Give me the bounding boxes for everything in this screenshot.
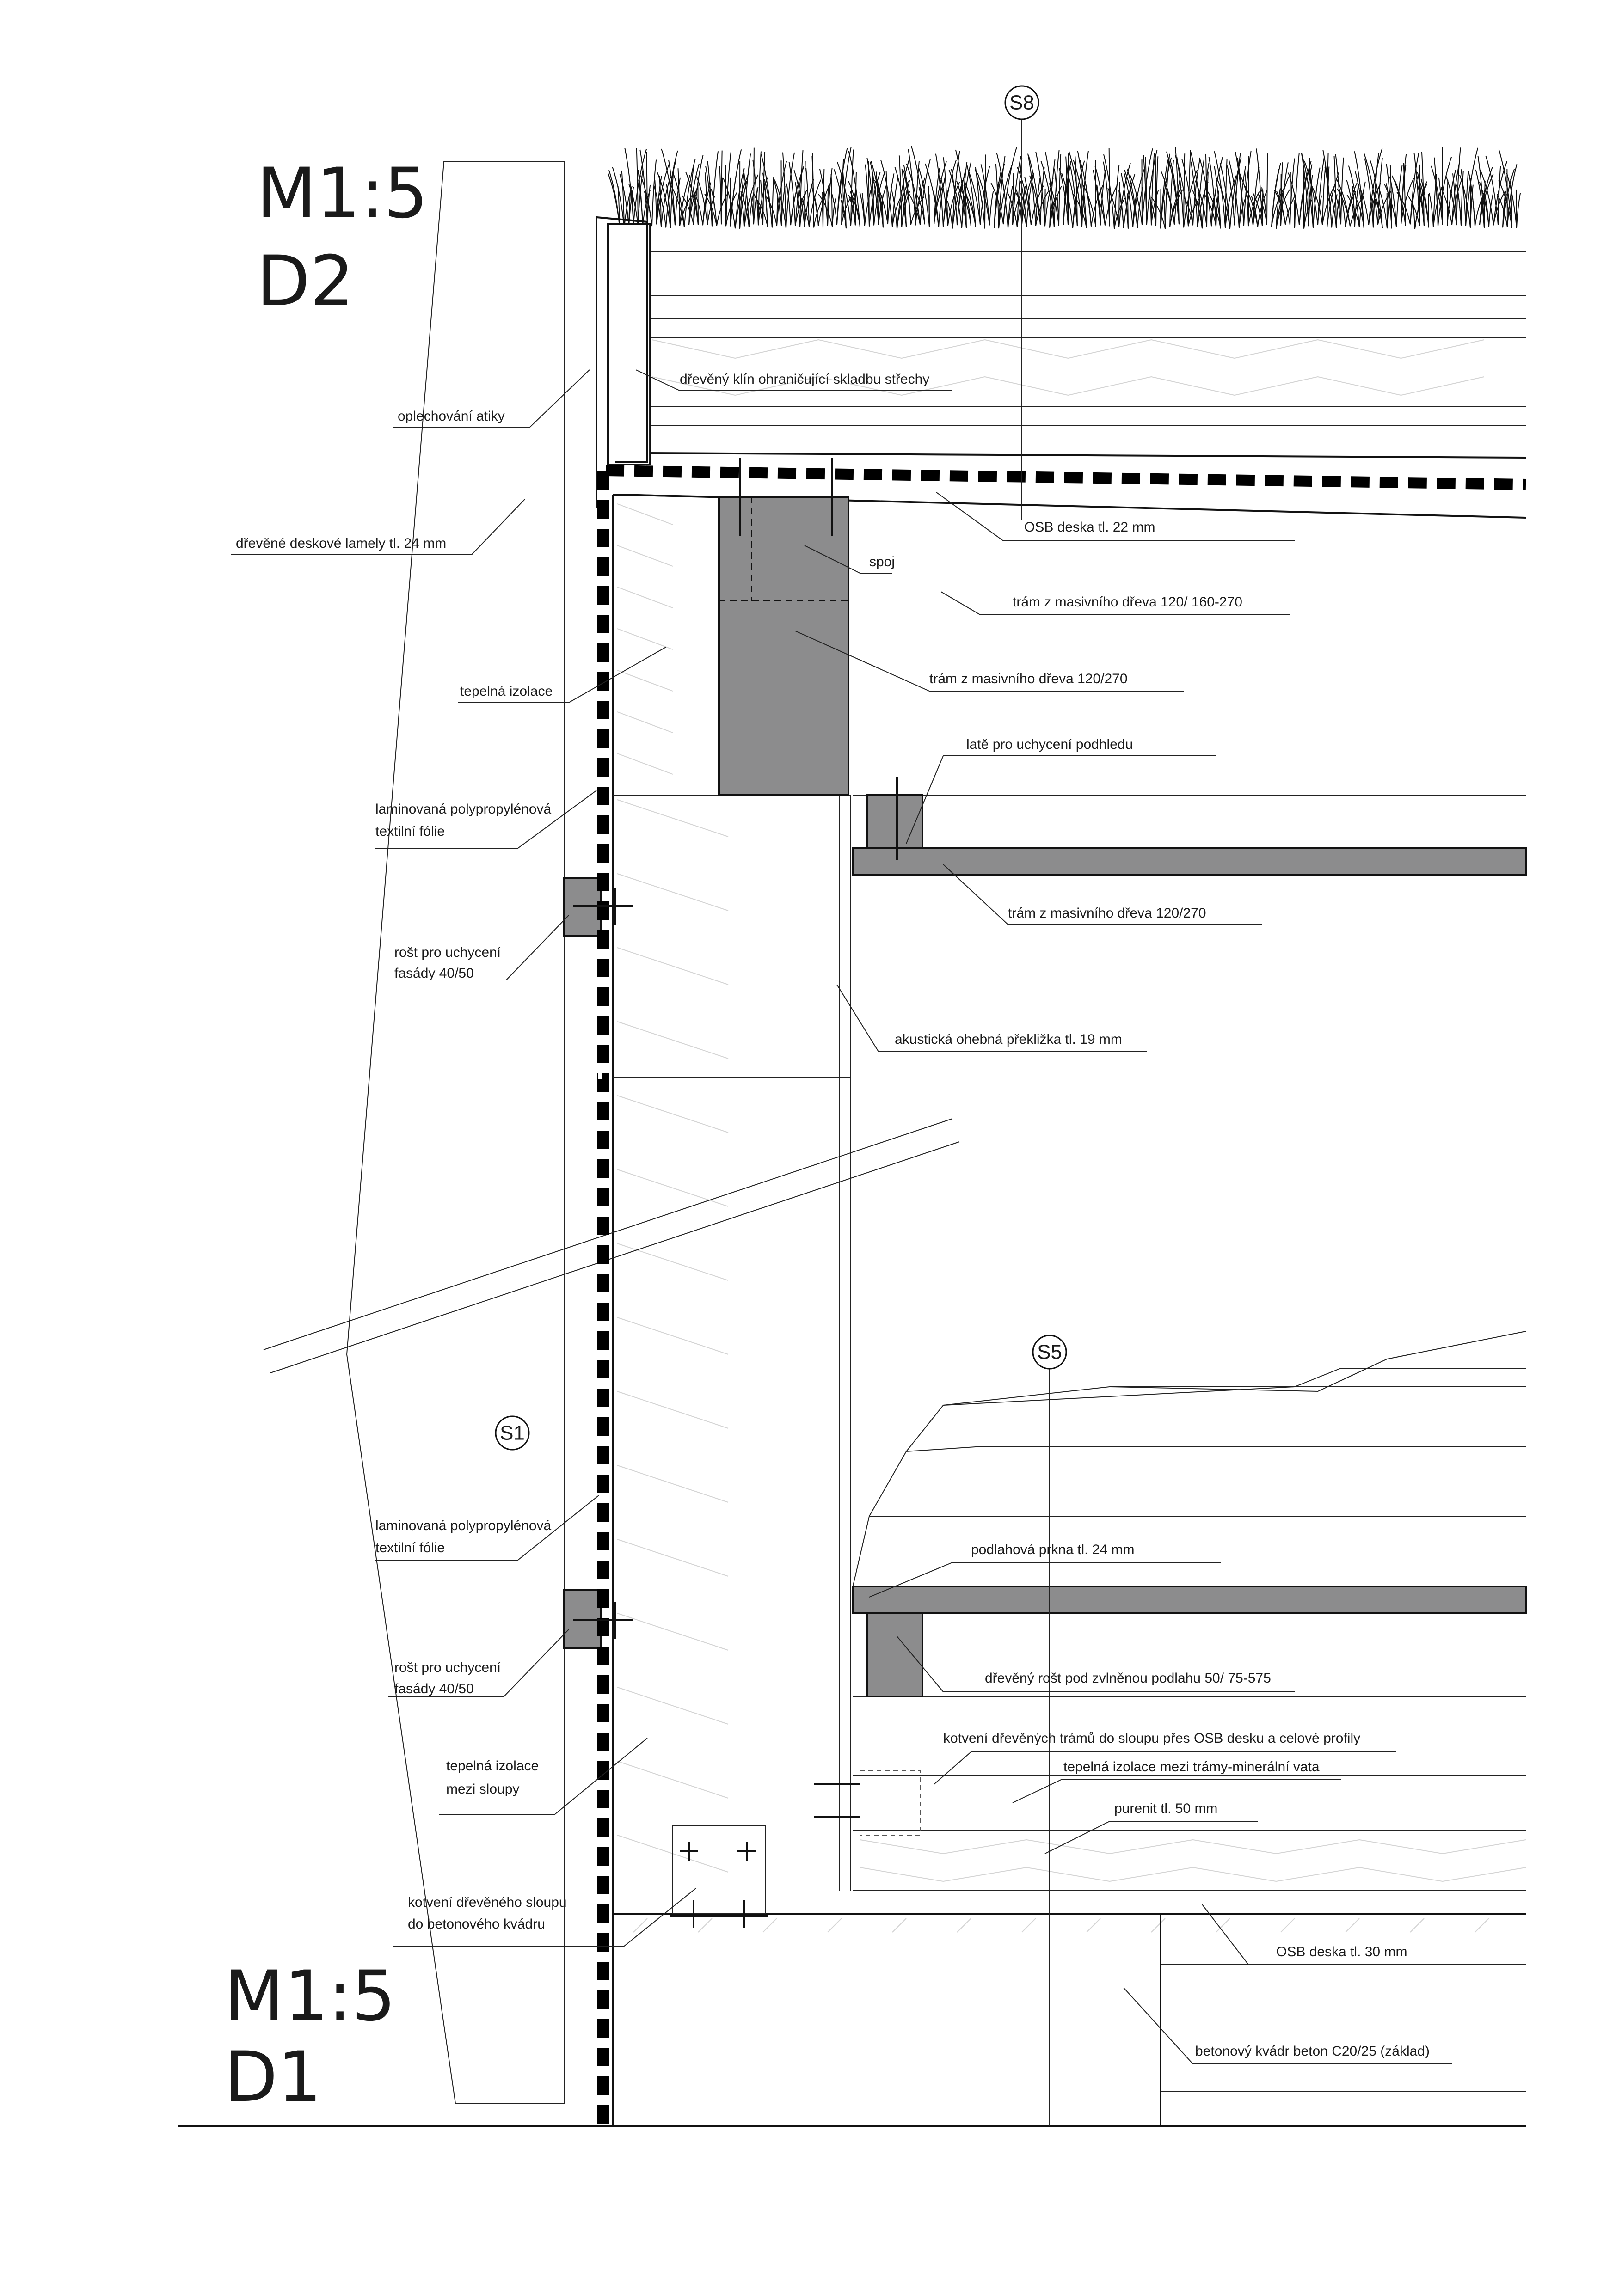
label-anchor-col-2: do betonového kvádru <box>408 1916 545 1932</box>
label-foil-top-1: laminovaná polypropylénová <box>375 802 552 817</box>
green-roof-vegetation <box>607 146 1521 229</box>
label-osb22: OSB deska tl. 22 mm <box>1024 520 1155 535</box>
parapet <box>596 216 651 508</box>
label-floorboards: podlahová prkna tl. 24 mm <box>971 1542 1135 1557</box>
lower-scale: M1:5 <box>224 1956 396 2037</box>
label-anchor-col-1: kotvení dřevěného sloupu <box>408 1895 567 1910</box>
section-marker-s1: S1 <box>495 1415 530 1451</box>
label-floor-grid: dřevěný rošt pod zvlněnou podlahu 50/ 75… <box>985 1671 1271 1686</box>
solid-timber-beams <box>563 496 923 1697</box>
label-anchor-beams: kotvení dřevěných trámů do sloupu přes O… <box>943 1731 1360 1746</box>
label-beam-mid: trám z masivního dřeva 120/270 <box>929 671 1128 686</box>
section-marker-s8-label: S8 <box>1009 92 1034 114</box>
label-foil-bot-2: textilní fólie <box>375 1540 445 1555</box>
upper-scale: M1:5 <box>257 153 428 234</box>
label-latte: latě pro uchycení podhledu <box>966 737 1133 752</box>
label-osb30: OSB deska tl. 30 mm <box>1276 1944 1407 1959</box>
section-marker-s5-label: S5 <box>1037 1341 1062 1364</box>
label-ins-col-1: tepelná izolace <box>446 1758 539 1774</box>
label-purenit: purenit tl. 50 mm <box>1114 1801 1217 1816</box>
label-concrete: betonový kvádr beton C20/25 (základ) <box>1195 2044 1430 2059</box>
section-marker-s8: S8 <box>1004 85 1039 120</box>
lower-detail: D1 <box>224 2037 322 2118</box>
label-mineral: tepelná izolace mezi trámy-minerální vat… <box>1063 1759 1320 1775</box>
label-beam-top: trám z masivního dřeva 120/ 160-270 <box>1013 594 1242 610</box>
annotation-labels: dřevěný klín ohraničující skladbu střech… <box>236 372 1430 2059</box>
fasteners <box>573 458 921 1928</box>
label-spoj: spoj <box>869 554 895 569</box>
label-foil-top-2: textilní fólie <box>375 824 445 839</box>
wall-structure <box>178 495 1527 2127</box>
label-insulation: tepelná izolace <box>460 684 553 699</box>
section-axes <box>546 120 1050 2126</box>
label-plywood: akustická ohebná překližka tl. 19 mm <box>895 1032 1122 1047</box>
upper-detail: D2 <box>257 241 354 322</box>
label-beam-lower: trám z masivního dřeva 120/270 <box>1008 906 1206 921</box>
label-grid-top-2: fasády 40/50 <box>394 966 474 981</box>
label-foil-bot-1: laminovaná polypropylénová <box>375 1518 552 1533</box>
section-marker-s5: S5 <box>1032 1335 1067 1370</box>
roof-layers <box>619 251 1526 519</box>
insulation-hatching <box>617 339 1526 1933</box>
label-lamely: dřevěné deskové lamely tl. 24 mm <box>236 536 446 551</box>
section-cut-line <box>263 1118 960 1373</box>
label-wedge: dřevěný klín ohraničující skladbu střech… <box>680 372 929 387</box>
membrane-foil <box>597 465 1526 2131</box>
facade-lamellae-outline <box>346 161 565 2104</box>
osb-roof <box>612 494 719 498</box>
section-marker-s1-label: S1 <box>500 1422 525 1445</box>
leader-lines <box>231 369 1452 2064</box>
label-grid-top-1: rošt pro uchycení <box>394 945 501 960</box>
label-grid-bot-1: rošt pro uchycení <box>394 1660 501 1675</box>
label-ins-col-2: mezi sloupy <box>446 1782 519 1797</box>
label-flashing: oplechování atiky <box>398 409 505 424</box>
label-grid-bot-2: fasády 40/50 <box>394 1681 474 1696</box>
